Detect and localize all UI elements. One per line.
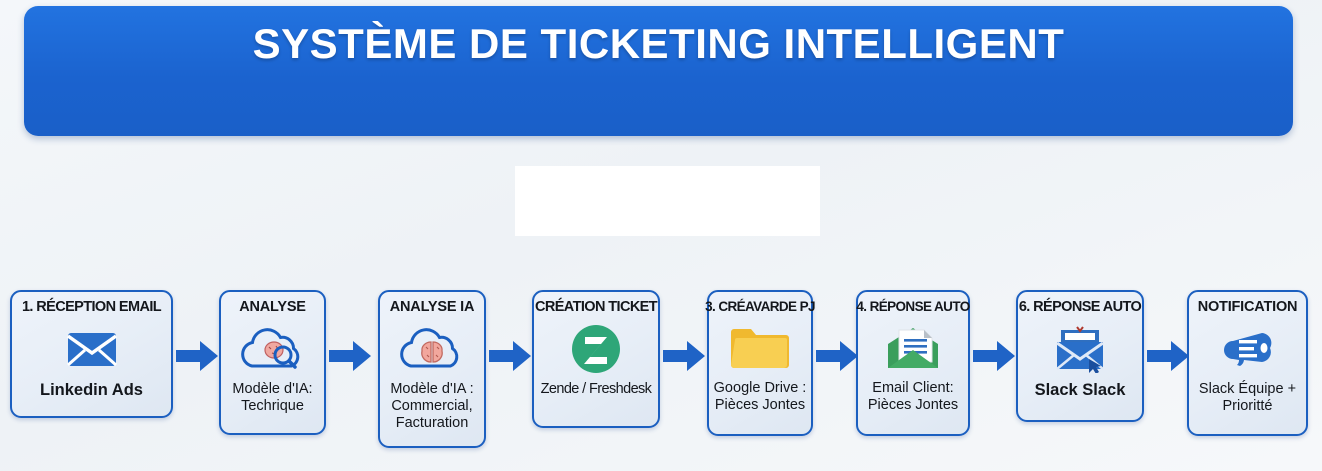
flow-node-title: ANALYSE IA — [389, 299, 475, 315]
flow-node-subtitle: Slack Slack — [1034, 380, 1126, 399]
flow-node-title: 3. CRÉAVARDE PJ — [705, 299, 815, 314]
flow-node-subtitle: Linkedin Ads — [40, 380, 143, 399]
flow-node-creavarde-pj[interactable]: 3. CRÉAVARDE PJ Google Drive : Pièces Jo… — [705, 290, 815, 436]
email-document-icon — [884, 322, 942, 374]
zendesk-z-icon — [571, 323, 621, 375]
flow-node-subtitle: Zende / Freshdesk — [540, 380, 652, 397]
flow-node-title: NOTIFICATION — [1197, 299, 1298, 315]
flow-node-subtitle: Slack Équipe + Prioritté — [1198, 380, 1297, 414]
flow-node-reception-email[interactable]: 1. RÉCEPTION EMAIL Linkedin Ads — [10, 290, 173, 418]
page-title: SYSTÈME DE TICKETING INTELLIGENT — [252, 20, 1065, 67]
flow-node-creation-ticket[interactable]: CRÉATION TICKET Zende / Freshdesk — [532, 290, 660, 428]
envelope-icon — [66, 323, 118, 375]
flow-node-title: 4. RÉPONSE AUTO — [856, 299, 970, 314]
blank-white-panel — [515, 166, 820, 236]
cloud-search-ai-icon — [236, 323, 310, 375]
flow-arrow-5 — [816, 340, 858, 377]
flow-node-title: ANALYSE — [239, 299, 306, 315]
flow-node-title: CRÉATION TICKET — [534, 299, 658, 315]
flow-node-title: 1. RÉCEPTION EMAIL — [21, 299, 162, 315]
flow-node-reponse-auto-slack[interactable]: 6. RÉPONSE AUTO Slack Slack — [1016, 290, 1144, 422]
flow-node-subtitle: Email Client: Pièces Jontes — [867, 379, 959, 413]
folder-icon — [728, 322, 792, 374]
flow-node-analyse[interactable]: ANALYSE Modèle d'IA: Techrique — [219, 290, 326, 435]
flow-node-reponse-auto-email[interactable]: 4. RÉPONSE AUTO Email Client: Pièces Jon… — [856, 290, 970, 436]
flow-node-subtitle: Modèle d'IA : Commercial, Facturation — [390, 380, 474, 431]
flow-node-subtitle: Google Drive : Pièces Jontes — [713, 379, 807, 413]
cloud-brain-icon — [395, 323, 469, 375]
flow-arrow-1 — [176, 340, 218, 377]
flow-arrow-3 — [489, 340, 531, 377]
flow-arrow-7 — [1147, 340, 1189, 377]
flow-node-analyse-ia[interactable]: ANALYSE IA Modèle d'IA : Commercial, Fac… — [378, 290, 486, 448]
process-flow: 1. RÉCEPTION EMAIL Linkedin Ads ANALYSE — [0, 286, 1322, 451]
title-banner: SYSTÈME DE TICKETING INTELLIGENT — [24, 6, 1293, 136]
flow-node-notification[interactable]: NOTIFICATION Slack Équipe + Prioritté — [1187, 290, 1308, 436]
flow-arrow-6 — [973, 340, 1015, 377]
flow-node-subtitle: Modèle d'IA: Techrique — [232, 380, 313, 414]
megaphone-icon — [1222, 323, 1274, 375]
flow-node-title: 6. RÉPONSE AUTO — [1018, 299, 1142, 315]
flow-arrow-4 — [663, 340, 705, 377]
flow-arrow-2 — [329, 340, 371, 377]
email-cursor-icon — [1052, 323, 1108, 375]
